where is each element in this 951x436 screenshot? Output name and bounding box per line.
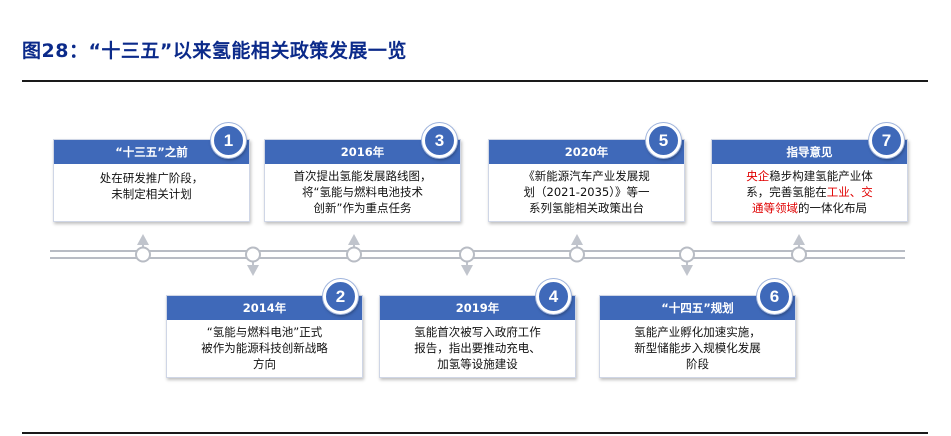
milestone-line: 处在研发推广阶段， — [99, 171, 204, 185]
milestone-line: 系列氢能相关政策出台 — [529, 201, 644, 215]
milestone-card-6: “十四五”规划 氢能产业孵化加速实施， 新型储能步入规模化发展 阶段 — [599, 295, 796, 378]
milestone-line: 被作为能源科技创新战略 — [201, 341, 328, 355]
milestone-number-badge: 3 — [422, 123, 457, 158]
milestone-number-badge: 1 — [211, 123, 246, 158]
plain-text: 稳步构建氢能产业体 — [769, 169, 873, 183]
milestone-text: 首次提出氢能发展路线图， 将“氢能与燃料电池技术 创新”作为重点任务 — [265, 164, 460, 216]
milestone-line: 《新能源汽车产业发展规 — [523, 169, 650, 183]
milestone-line: “氢能与燃料电池”正式 — [206, 325, 323, 339]
bottom-rule — [22, 432, 928, 434]
milestone-line: 系，完善氢能在工业、交 — [722, 184, 897, 200]
milestone-line: 通等领域的一体化布局 — [722, 200, 897, 216]
figure-title: 图28：“十三五”以来氢能相关政策发展一览 — [22, 40, 407, 62]
milestone-line: 将“氢能与燃料电池技术 — [302, 185, 423, 199]
milestone-card-2: 2014年 “氢能与燃料电池”正式 被作为能源科技创新战略 方向 — [166, 295, 363, 378]
timeline-node-2 — [245, 246, 261, 263]
milestone-line: 未制定相关计划 — [111, 187, 192, 201]
milestone-line: 加氢等设施建设 — [437, 357, 518, 371]
milestone-text: “氢能与燃料电池”正式 被作为能源科技创新战略 方向 — [167, 320, 362, 372]
milestone-line: 报告，指出要推动充电、 — [414, 341, 541, 355]
highlight-text: 通等领域 — [752, 201, 798, 215]
milestone-number-badge: 6 — [757, 279, 792, 314]
milestone-heading: 2014年 — [167, 296, 362, 320]
timeline-node-1 — [135, 246, 151, 263]
top-rule — [22, 80, 928, 82]
milestone-text: 处在研发推广阶段， 未制定相关计划 — [54, 164, 249, 202]
milestone-text: 氢能首次被写入政府工作 报告，指出要推动充电、 加氢等设施建设 — [380, 320, 575, 372]
milestone-line: 阶段 — [686, 357, 709, 371]
milestone-text: 氢能产业孵化加速实施， 新型储能步入规模化发展 阶段 — [600, 320, 795, 372]
milestone-number-badge: 4 — [536, 279, 571, 314]
milestone-line: 新型储能步入规模化发展 — [634, 341, 761, 355]
highlight-text: 央企 — [746, 169, 770, 183]
milestone-line: 划（2021-2035）》等一 — [523, 185, 650, 199]
milestone-line: 方向 — [253, 357, 276, 371]
milestone-line: 首次提出氢能发展路线图， — [293, 169, 432, 183]
timeline-node-6 — [679, 246, 695, 263]
milestone-line: 氢能产业孵化加速实施， — [634, 325, 761, 339]
timeline-node-7 — [791, 246, 807, 263]
milestone-text: 《新能源汽车产业发展规 划（2021-2035）》等一 系列氢能相关政策出台 — [489, 164, 684, 216]
highlight-text: 工业、交 — [826, 185, 873, 199]
timeline-node-4 — [459, 246, 475, 263]
milestone-number-badge: 5 — [646, 123, 681, 158]
milestone-number-badge: 7 — [869, 123, 904, 158]
timeline-node-3 — [346, 246, 362, 263]
milestone-line: 创新”作为重点任务 — [313, 201, 412, 215]
timeline-node-5 — [569, 246, 585, 263]
milestone-number-badge: 2 — [323, 279, 358, 314]
plain-text: 的一体化布局 — [798, 201, 867, 215]
milestone-line: 氢能首次被写入政府工作 — [414, 325, 541, 339]
timeline-track — [50, 250, 905, 259]
plain-text: 系，完善氢能在 — [746, 185, 827, 199]
milestone-line: 央企稳步构建氢能产业体 — [722, 168, 897, 184]
milestone-text: 央企稳步构建氢能产业体 系，完善氢能在工业、交 通等领域的一体化布局 — [712, 164, 907, 216]
